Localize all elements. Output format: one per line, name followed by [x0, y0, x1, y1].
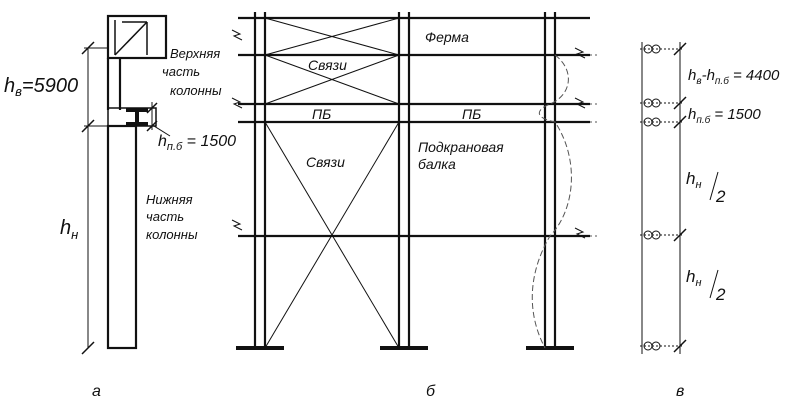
- svg-text:hн: hн: [686, 267, 702, 289]
- break-mark-right-1: [574, 47, 586, 59]
- lower-part-line-1: Нижняя: [146, 192, 193, 207]
- upper-bracing-4: [264, 54, 400, 105]
- svg-text:2: 2: [715, 285, 726, 304]
- crane-beam-bottom-flange: [126, 122, 148, 126]
- break-mark-right-2: [574, 97, 586, 109]
- tick-a-bottom: [81, 341, 95, 355]
- label-pb-height: hп.б = 1500: [158, 133, 236, 153]
- svg-text:hн: hн: [686, 169, 702, 191]
- upper-part-line-3: колонны: [170, 83, 222, 98]
- caption-a: а: [92, 383, 101, 400]
- c-tick-1: [673, 42, 687, 56]
- caption-c: в: [676, 383, 684, 400]
- bracing-lower-label: Связи: [306, 154, 345, 170]
- crane-beam-line-1: Подкрановая: [418, 139, 504, 155]
- break-mark-left-3: [231, 219, 243, 231]
- dim-label-pb: hп.б = 1500: [688, 106, 761, 126]
- buckling-shape-curve: [531, 54, 572, 349]
- label-lower-height: hн: [60, 217, 78, 242]
- pb-leader: [153, 125, 171, 137]
- svg-text:2: 2: [715, 187, 726, 206]
- label-upper-height: hв=5900: [4, 75, 78, 99]
- lower-column: [106, 124, 138, 350]
- c-tick-3: [673, 115, 687, 129]
- c-tick-4: [673, 228, 687, 242]
- dim-label-upper: hв-hп.б = 4400: [688, 67, 780, 87]
- pb-right-label: ПБ: [462, 106, 481, 122]
- truss-label: Ферма: [425, 29, 469, 45]
- crane-beam-line-2: балка: [418, 156, 456, 172]
- node-marker-3: [640, 117, 682, 127]
- break-mark-right-3: [574, 227, 586, 239]
- upper-part-line-1: Верхняя: [170, 46, 220, 61]
- pb-left-label: ПБ: [312, 106, 331, 122]
- node-marker-1: [640, 44, 682, 54]
- upper-bracing-2: [264, 17, 400, 56]
- pb-tick-bottom: [146, 120, 158, 132]
- node-marker-2: [640, 98, 682, 108]
- upper-part-line-2: часть: [162, 64, 200, 79]
- break-mark-left-2: [231, 97, 243, 109]
- dim-label-lower-half-2: hн 2: [686, 267, 726, 304]
- bracing-upper-label: Связи: [308, 57, 347, 73]
- pb-tick-top: [146, 102, 158, 114]
- truss-top-box: [106, 14, 168, 60]
- node-marker-4: [640, 230, 682, 240]
- lower-part-line-3: колонны: [146, 227, 198, 242]
- crane-beam-top-flange: [126, 108, 148, 112]
- c-tick-5: [673, 339, 687, 353]
- lower-part-line-2: часть: [146, 209, 184, 224]
- dim-label-lower-half-1: hн 2: [686, 169, 726, 206]
- c-tick-2: [673, 96, 687, 110]
- panel-c: hв-hп.б = 4400 hп.б = 1500 hн 2 hн 2 в: [640, 42, 780, 400]
- crane-beam-web: [135, 112, 139, 122]
- break-mark-left-1: [231, 29, 243, 41]
- lower-bracing-2: [264, 121, 400, 349]
- node-marker-5: [640, 341, 682, 351]
- panel-b: Ферма Связи ПБ ПБ Подкрановая балка Связ…: [231, 12, 600, 400]
- truss-diagonal: [114, 21, 148, 56]
- panel-a: hв=5900 Верхняя часть колонны hп.б = 150…: [4, 14, 236, 400]
- caption-b: б: [426, 383, 436, 400]
